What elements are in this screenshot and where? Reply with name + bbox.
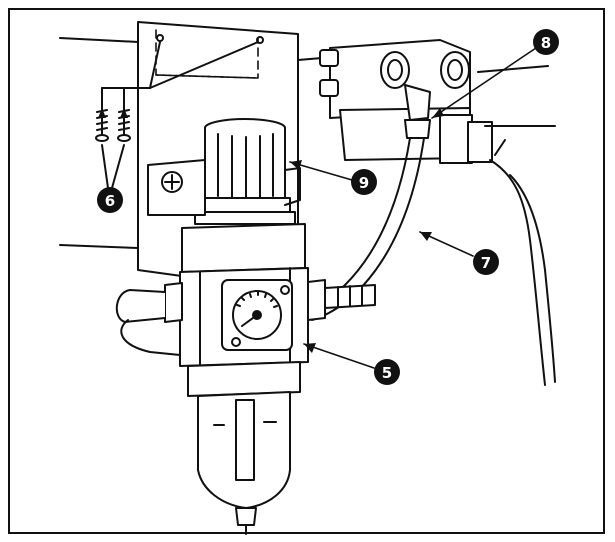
filter-bowl <box>187 361 301 535</box>
svg-text:6: 6 <box>105 192 115 210</box>
regulator-bracket <box>147 159 301 216</box>
figure-frame <box>8 8 605 534</box>
callout-5: 5 <box>374 359 400 385</box>
svg-text:7: 7 <box>481 254 491 272</box>
electric-cable <box>489 139 556 386</box>
callout-7: 7 <box>473 249 499 275</box>
callout-6: 6 <box>97 187 123 213</box>
callout-9: 9 <box>351 169 377 195</box>
svg-text:9: 9 <box>359 174 369 192</box>
wood-screws <box>95 107 131 189</box>
regulator-body <box>115 223 376 367</box>
callout-8: 8 <box>533 29 559 55</box>
regulator-knob <box>194 118 296 225</box>
svg-text:8: 8 <box>541 34 551 52</box>
solenoid-valve <box>319 39 556 164</box>
svg-text:5: 5 <box>382 364 392 382</box>
